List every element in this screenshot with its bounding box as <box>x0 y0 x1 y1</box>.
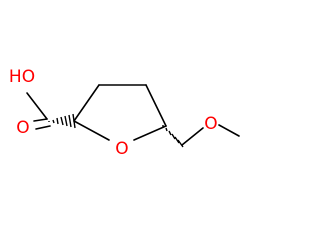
carboxyl-oh-label: HO <box>9 67 35 87</box>
bond-c-double-o-2 <box>35 125 51 130</box>
molecule-structure: HO O O O <box>9 67 240 159</box>
hashed-wedge-bond-c5 <box>162 125 184 148</box>
hashed-wedge-bond-c2 <box>48 113 76 129</box>
carbonyl-o-label: O <box>16 118 29 138</box>
bond-c4-c5 <box>145 84 167 127</box>
ether-o-label: O <box>204 114 217 134</box>
bond-c2-c3 <box>73 84 100 122</box>
bond-c-oh <box>26 92 48 120</box>
bond-ring-o-c5 <box>133 125 167 141</box>
bond-c-double-o-1 <box>33 118 48 122</box>
bond-ch2-ether-o <box>181 127 204 146</box>
bond-ether-o-ch3 <box>218 124 240 137</box>
bond-c2-ring-o <box>73 120 110 141</box>
ring-o-label: O <box>115 139 128 159</box>
